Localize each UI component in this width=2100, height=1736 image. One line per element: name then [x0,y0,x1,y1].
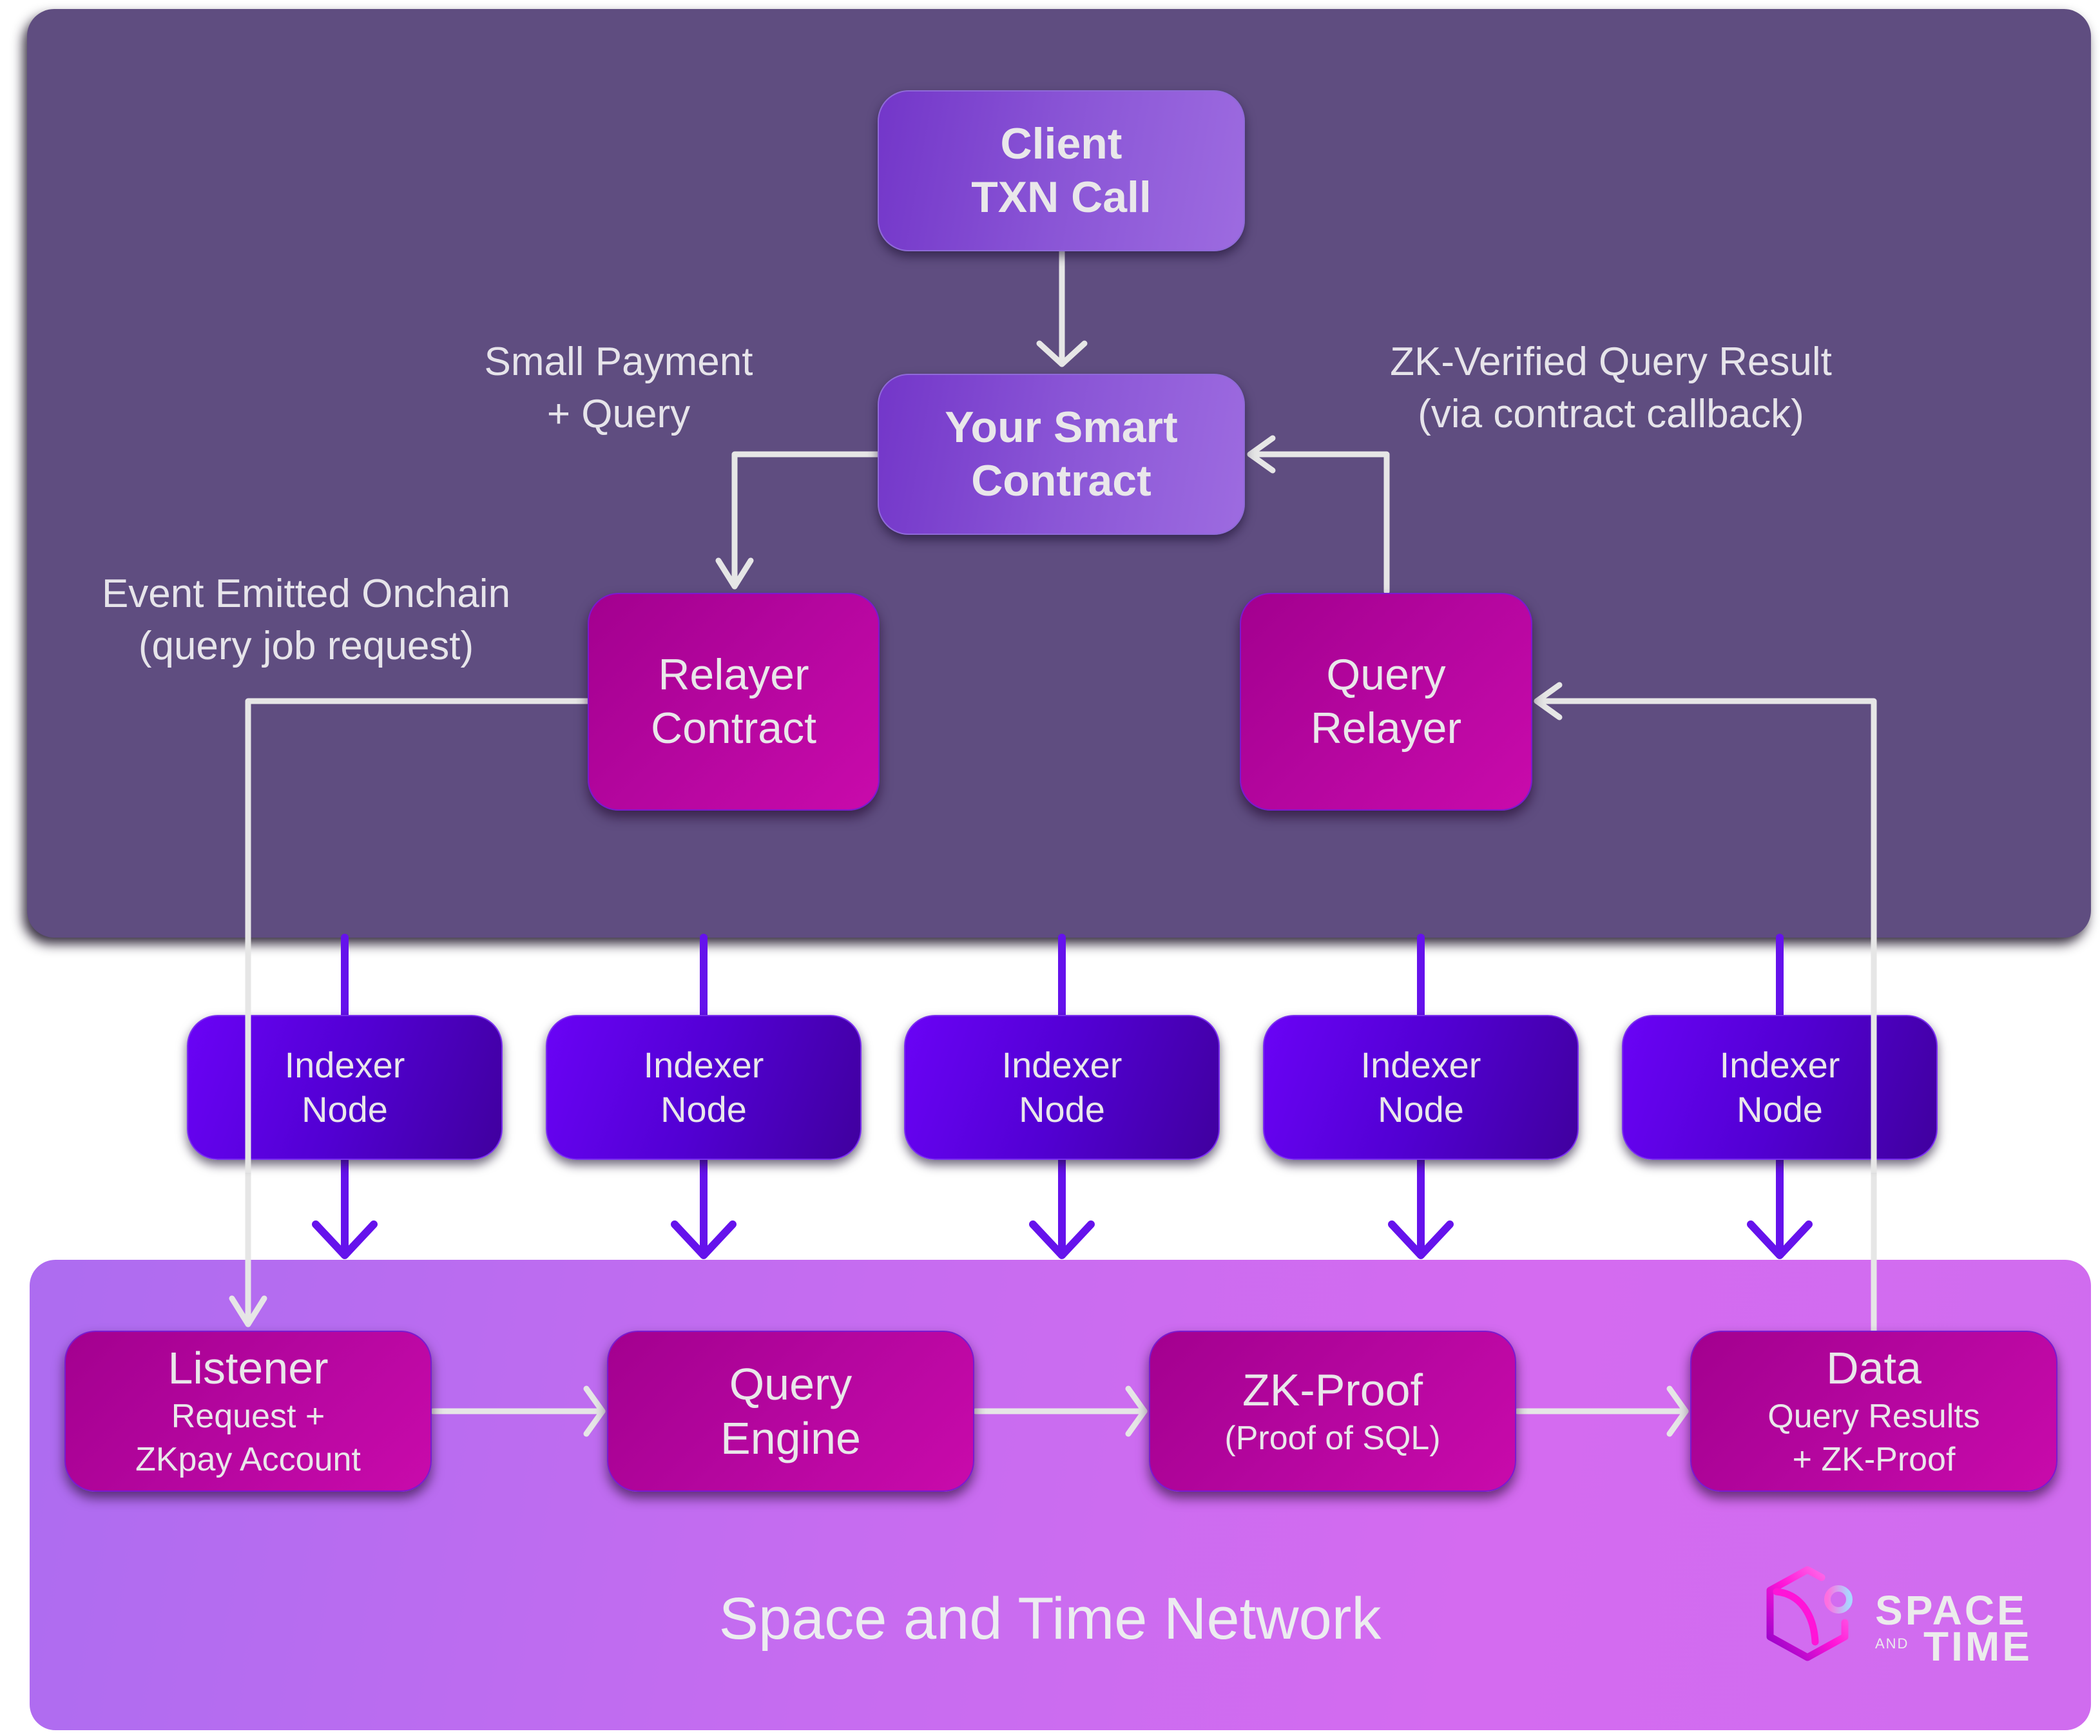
txn-call-label: TXN Call [971,173,1151,222]
indexer-label-2: Node [1019,1088,1105,1130]
arrowhead-engine-to-zkproof [1125,1385,1148,1437]
indexer-arrowhead [312,1220,378,1259]
client-label: Client [1000,119,1122,169]
indexer-label-1: Indexer [643,1045,764,1086]
hexagon-logo-icon [1766,1566,1853,1661]
listener-box: Listener Request + ZKpay Account [64,1331,432,1492]
indexer-node: Indexer Node [904,1015,1220,1160]
indexer-node: Indexer Node [1622,1015,1938,1160]
data-title: Data [1826,1343,1922,1394]
payment-annotation: Small Payment + Query [425,336,812,440]
zk-proof-sub: (Proof of SQL) [1224,1419,1441,1457]
logo-word-and: AND [1875,1635,1909,1652]
result-annotation: ZK-Verified Query Result (via contract c… [1321,336,1901,440]
arrowhead-client-to-contract [1036,340,1088,367]
smart-contract-label-1: Your Smart [945,403,1178,452]
payment-annotation-line-1: Small Payment [484,340,753,384]
indexer-node: Indexer Node [1263,1015,1579,1160]
indexer-label-1: Indexer [1719,1045,1840,1086]
zk-proof-box: ZK-Proof (Proof of SQL) [1149,1331,1516,1492]
indexer-label-1: Indexer [1001,1045,1122,1086]
indexer-label-1: Indexer [1360,1045,1481,1086]
result-annotation-line-1: ZK-Verified Query Result [1390,340,1832,384]
network-title: Space and Time Network [718,1586,1382,1652]
event-annotation-line-2: (query job request) [138,623,474,668]
query-engine-title-2: Engine [720,1413,861,1463]
listener-title: Listener [168,1343,329,1394]
arrowhead-listener-to-engine [583,1385,606,1437]
arrow-contract-to-relayer [731,451,881,590]
smart-contract-label-2: Contract [971,456,1151,505]
indexer-label-1: Indexer [284,1045,405,1086]
query-relayer-box: Query Relayer [1240,593,1532,811]
indexer-arrowhead [1388,1220,1454,1259]
data-box: Data Query Results + ZK-Proof [1690,1331,2057,1492]
result-annotation-line-2: (via contract callback) [1418,391,1804,436]
arrowhead-contract-to-relayer [715,557,754,590]
arrowhead-zkproof-to-data [1666,1385,1689,1437]
client-txn-call-box: Client TXN Call [878,90,1245,251]
indexer-arrowhead [1029,1220,1095,1259]
arrowhead-query-relayer-to-contract [1247,435,1276,474]
indexer-node: Indexer Node [546,1015,862,1160]
listener-sub-1: Request + [171,1398,325,1436]
relayer-contract-label-2: Contract [651,704,816,753]
event-annotation-line-1: Event Emitted Onchain [101,572,511,616]
logo-word-space: SPACE [1875,1587,2027,1634]
event-annotation: Event Emitted Onchain (query job request… [58,568,554,672]
logo-word-time: TIME [1923,1623,2032,1670]
query-relayer-label-1: Query [1326,650,1446,700]
query-engine-title-1: Query [729,1359,853,1409]
smart-contract-box: Your Smart Contract [878,374,1245,535]
zk-proof-title: ZK-Proof [1242,1364,1423,1415]
arrow-relayer-to-listener [245,698,591,1327]
space-and-time-logo: SPACE AND TIME [1762,1566,2046,1670]
relayer-contract-box: Relayer Contract [588,593,880,811]
arrow-query-relayer-to-contract [1247,451,1390,595]
payment-annotation-line-2: + Query [546,391,691,436]
data-sub-1: Query Results [1768,1398,1980,1436]
indexer-label-2: Node [1378,1088,1464,1130]
indexer-label-2: Node [302,1088,388,1130]
relayer-contract-label-1: Relayer [658,650,809,700]
arrowhead-relayer-to-listener [229,1295,267,1327]
indexer-arrowhead [671,1220,737,1259]
query-engine-box: Query Engine [607,1331,974,1492]
data-sub-2: + ZK-Proof [1792,1441,1956,1478]
indexer-label-2: Node [660,1088,747,1130]
arrowhead-data-to-query-relayer [1534,682,1563,720]
indexer-node: Indexer Node [187,1015,503,1160]
listener-sub-2: ZKpay Account [135,1441,361,1478]
indexer-arrowhead [1747,1220,1813,1259]
query-relayer-label-2: Relayer [1310,704,1462,753]
indexer-label-2: Node [1737,1088,1823,1130]
